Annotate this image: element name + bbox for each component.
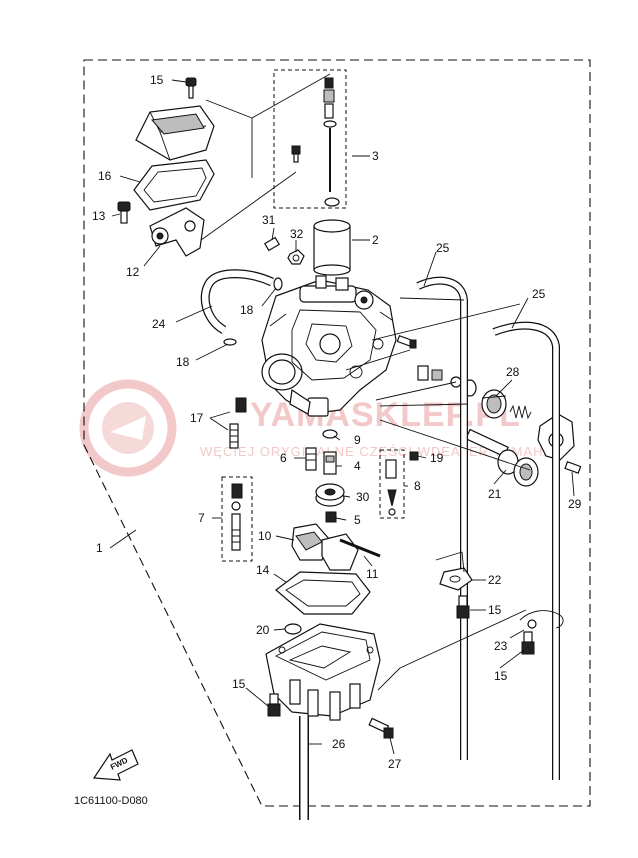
leader-lines xyxy=(109,79,575,755)
callout-12: 12 xyxy=(126,265,140,279)
screw-15-right xyxy=(456,595,470,619)
jet-holder-30 xyxy=(315,483,345,507)
callout-labels: 15 3 16 13 31 32 2 25 12 25 18 24 18 28 … xyxy=(92,73,582,771)
screw-15-lower-right xyxy=(521,631,535,655)
screw-body-right xyxy=(396,335,417,349)
callout-15-top: 15 xyxy=(150,73,164,87)
guide-lines-right xyxy=(345,297,531,691)
callout-2: 2 xyxy=(372,233,379,247)
callout-1: 1 xyxy=(96,541,103,555)
callout-23: 23 xyxy=(494,639,508,653)
callout-21: 21 xyxy=(488,487,502,501)
throttle-bracket-12 xyxy=(149,207,205,257)
callout-10: 10 xyxy=(258,529,272,543)
needle-set-box xyxy=(273,69,347,209)
callout-31: 31 xyxy=(262,213,276,227)
diagram-code: 1C61100-D080 xyxy=(74,795,148,807)
throttle-valve-2 xyxy=(313,219,351,276)
starter-housing-28 xyxy=(481,389,507,419)
callout-4: 4 xyxy=(354,459,361,473)
forward-direction-badge: FWD xyxy=(92,749,139,781)
screw-19 xyxy=(409,451,419,461)
callout-28: 28 xyxy=(506,365,520,379)
callout-22: 22 xyxy=(488,573,502,587)
callout-3: 3 xyxy=(372,149,379,163)
needle-jet-4 xyxy=(323,451,337,475)
assembly-boundary xyxy=(83,59,591,807)
callout-11: 11 xyxy=(366,567,379,581)
callout-24: 24 xyxy=(152,317,166,331)
pilot-jet-6 xyxy=(305,447,317,471)
bracket-22 xyxy=(439,567,473,591)
screws-17 xyxy=(229,397,247,449)
callout-27: 27 xyxy=(388,757,402,771)
callout-13: 13 xyxy=(92,209,106,223)
screw-15-bowl xyxy=(267,693,281,717)
callout-19: 19 xyxy=(430,451,444,465)
starter-spring xyxy=(509,404,532,420)
starter-plunger-21 xyxy=(465,428,539,487)
callout-5: 5 xyxy=(354,513,361,527)
callout-25-lower: 25 xyxy=(532,287,546,301)
screw-13 xyxy=(117,201,131,224)
callout-7: 7 xyxy=(198,511,205,525)
guide-lines-top xyxy=(189,73,331,249)
float-pin-11 xyxy=(339,538,381,558)
jet-needle-set-3 xyxy=(291,77,340,207)
callout-9: 9 xyxy=(354,433,361,447)
screw-15-top xyxy=(185,77,197,99)
drain-screw-27 xyxy=(368,717,394,739)
vent-hose-25-upper xyxy=(416,276,468,760)
callout-14: 14 xyxy=(256,563,270,577)
float-10 xyxy=(291,523,359,571)
callout-26: 26 xyxy=(332,737,346,751)
screw-31 xyxy=(263,236,281,252)
callout-18-lower: 18 xyxy=(176,355,190,369)
callout-29: 29 xyxy=(568,497,582,511)
callout-15-bowl: 15 xyxy=(232,677,246,691)
callout-18-upper: 18 xyxy=(240,303,254,317)
top-cover xyxy=(135,105,215,161)
callout-17: 17 xyxy=(190,411,204,425)
carburetor-body xyxy=(261,275,397,417)
needle-valve-set-box xyxy=(379,449,405,519)
callout-32: 32 xyxy=(290,227,304,241)
callout-6: 6 xyxy=(280,451,287,465)
callout-8: 8 xyxy=(414,479,421,493)
main-jet-5 xyxy=(325,511,337,523)
pilot-screw-7 xyxy=(231,483,243,551)
o-ring-20 xyxy=(284,623,302,635)
callout-15-right: 15 xyxy=(488,603,502,617)
needle-valve-8 xyxy=(385,459,397,516)
callout-25-upper: 25 xyxy=(436,241,450,255)
cover-gasket-16 xyxy=(133,159,215,211)
hose-clamp-23 xyxy=(519,610,564,629)
nut-32 xyxy=(287,249,305,265)
hose-clip-18-upper xyxy=(273,277,283,291)
o-ring-9 xyxy=(322,429,338,439)
callout-16: 16 xyxy=(98,169,112,183)
callout-30: 30 xyxy=(356,490,370,504)
vent-hose-25-lower xyxy=(492,321,560,780)
float-bowl xyxy=(265,623,381,721)
hose-clip-18-lower xyxy=(223,338,237,346)
callout-20: 20 xyxy=(256,623,270,637)
pilot-screw-set-box xyxy=(221,476,253,562)
callout-15-lower-right: 15 xyxy=(494,669,508,683)
